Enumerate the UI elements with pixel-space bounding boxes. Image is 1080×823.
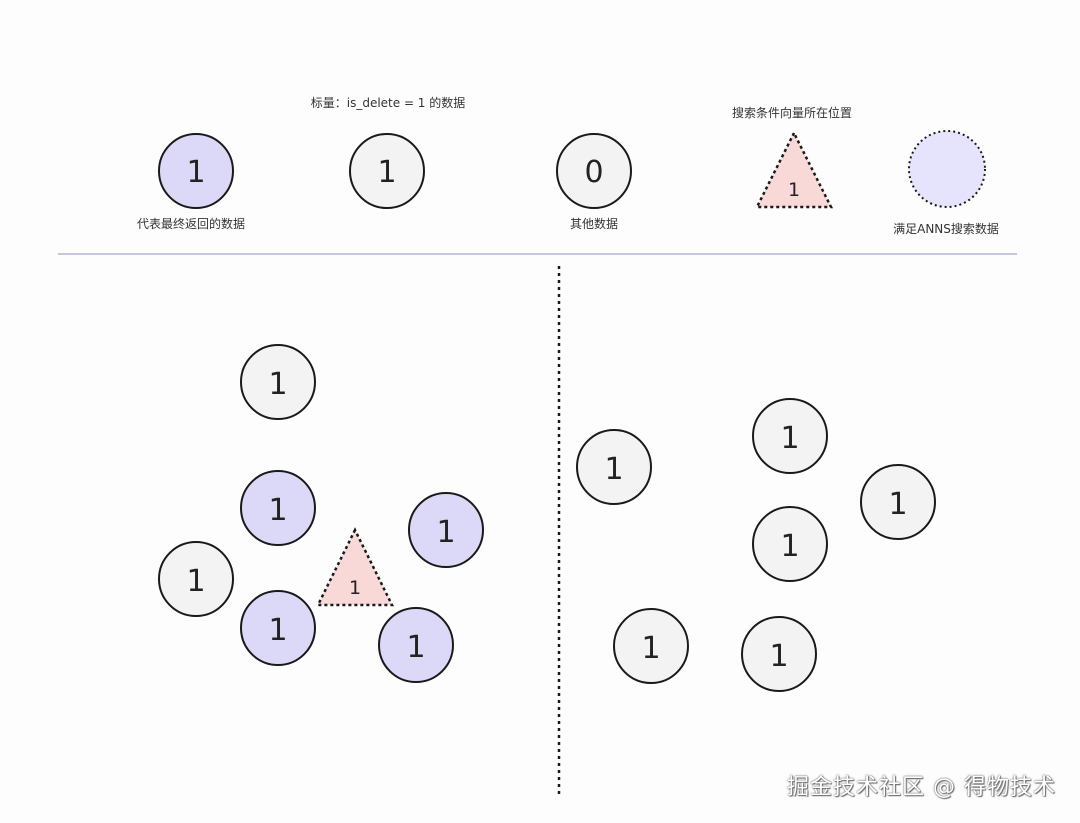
legend: 标量：is_delete = 1 的数据 1 代表最终返回的数据 1 0 其他数… <box>137 95 999 236</box>
left-panel: 1 1 1 1 1 1 <box>158 344 484 683</box>
left-node-circle <box>240 470 316 546</box>
right-node-circle <box>752 398 828 474</box>
legend-scalar-node <box>349 133 425 209</box>
legend-scalar-label: 1 <box>377 155 396 190</box>
query-caption: 搜索条件向量所在位置 <box>732 105 852 120</box>
legend-anns-node <box>908 130 986 208</box>
right-node: 1 <box>752 506 828 582</box>
left-node-label: 1 <box>268 613 287 648</box>
left-node: 1 <box>240 590 316 666</box>
left-node-circle <box>240 344 316 420</box>
right-node-circle <box>860 464 936 540</box>
left-node: 1 <box>378 607 454 683</box>
right-node-label: 1 <box>780 529 799 564</box>
left-node-circle <box>408 492 484 568</box>
left-node-label: 1 <box>406 630 425 665</box>
right-node-circle <box>741 616 817 692</box>
right-node-circle <box>613 608 689 684</box>
legend-query-label: 1 <box>788 179 800 201</box>
right-node: 1 <box>613 608 689 684</box>
left-node-circle <box>158 541 234 617</box>
legend-other: 0 其他数据 <box>556 133 632 231</box>
legend-anns: 满足ANNS搜索数据 <box>893 130 999 236</box>
legend-other-label: 0 <box>584 155 603 190</box>
left-node-circle <box>378 607 454 683</box>
left-node: 1 <box>240 344 316 420</box>
left-node-circle <box>240 590 316 666</box>
legend-returned: 1 代表最终返回的数据 <box>137 133 245 231</box>
right-node-circle <box>576 429 652 505</box>
scalar-caption: 标量：is_delete = 1 的数据 <box>311 95 466 110</box>
right-node-label: 1 <box>780 421 799 456</box>
right-node-label: 1 <box>641 631 660 666</box>
legend-query-triangle <box>754 130 834 209</box>
right-panel: 1 1 1 1 1 1 <box>576 398 936 692</box>
left-node: 1 <box>408 492 484 568</box>
right-node-label: 1 <box>769 639 788 674</box>
right-node: 1 <box>576 429 652 505</box>
left-node-label: 1 <box>186 564 205 599</box>
left-query-triangle <box>315 527 395 607</box>
returned-caption: 代表最终返回的数据 <box>137 216 245 231</box>
left-node: 1 <box>158 541 234 617</box>
right-node: 1 <box>741 616 817 692</box>
left-query: 1 <box>315 527 395 607</box>
left-node-label: 1 <box>268 493 287 528</box>
left-node: 1 <box>240 470 316 546</box>
other-caption: 其他数据 <box>570 216 618 231</box>
legend-query: 搜索条件向量所在位置 1 <box>732 105 852 209</box>
left-node-label: 1 <box>268 367 287 402</box>
legend-returned-label: 1 <box>186 155 205 190</box>
right-node: 1 <box>860 464 936 540</box>
left-query-label: 1 <box>349 577 361 599</box>
watermark: 掘金技术社区 @ 得物技术 <box>787 775 1056 800</box>
right-node-label: 1 <box>604 452 623 487</box>
legend-other-node <box>556 133 632 209</box>
anns-caption: 满足ANNS搜索数据 <box>893 221 999 236</box>
right-node: 1 <box>752 398 828 474</box>
right-node-label: 1 <box>888 487 907 522</box>
legend-scalar: 1 <box>349 133 425 209</box>
left-node-label: 1 <box>436 515 455 550</box>
right-node-circle <box>752 506 828 582</box>
legend-returned-node <box>158 133 234 209</box>
